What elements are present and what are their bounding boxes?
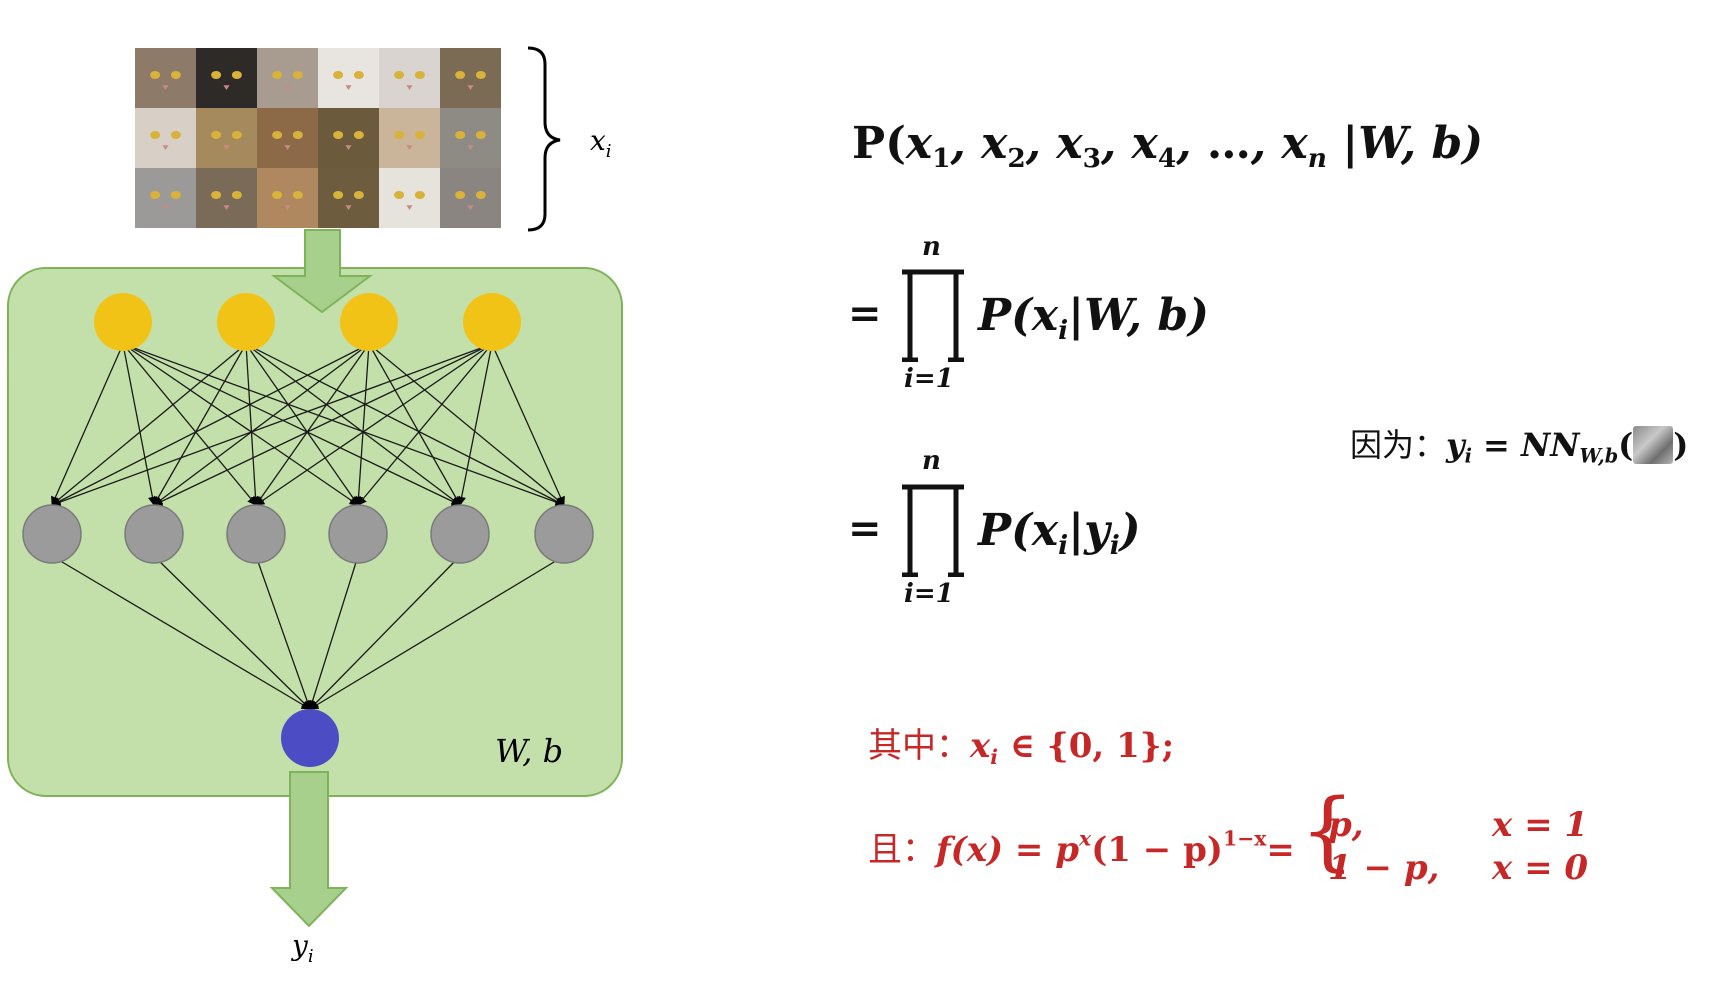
step3-upper-limit: n xyxy=(922,446,941,476)
network-edge xyxy=(153,343,370,506)
network-edge xyxy=(368,343,461,506)
cat-photo-cell xyxy=(135,48,196,108)
network-edge xyxy=(51,343,370,506)
network-edge xyxy=(245,343,565,506)
network-edge xyxy=(309,555,565,710)
network-edge xyxy=(308,555,359,710)
network-edge xyxy=(153,343,493,506)
case-2-value: 1 − p, xyxy=(1328,848,1440,888)
output-neuron xyxy=(281,709,339,767)
params-label: W, b xyxy=(495,732,563,770)
likelihood-equation: P(x1, x2, x3, x4, …, xn |W, b) xyxy=(852,118,1484,175)
cat-photo-cell xyxy=(196,108,257,168)
hidden-neuron xyxy=(22,504,82,564)
step2-lower-limit: i=1 xyxy=(904,364,954,394)
cases-brace: { xyxy=(1300,781,1355,881)
step3-equals: = xyxy=(848,505,882,552)
cat-face-thumbnail-icon xyxy=(1633,426,1674,464)
network-edge xyxy=(354,343,370,506)
cat-photo-cell xyxy=(440,48,501,108)
network-edge xyxy=(51,343,124,506)
input-neuron xyxy=(340,293,398,351)
case-2-condition: x = 0 xyxy=(1492,848,1589,888)
hidden-neuron xyxy=(226,504,286,564)
cat-photo-cell xyxy=(440,108,501,168)
input-neuron xyxy=(463,293,521,351)
network-edge xyxy=(122,343,257,506)
network-edge xyxy=(309,555,461,710)
hidden-neuron xyxy=(328,504,388,564)
cat-photo-cell xyxy=(196,48,257,108)
cat-photo-cell xyxy=(318,168,379,228)
where-condition: 其中：xi ∈ {0, 1}; xyxy=(868,726,1175,770)
network-nodes xyxy=(22,293,594,767)
network-edge xyxy=(122,343,461,506)
network-edge xyxy=(245,343,359,506)
output-label: yi xyxy=(290,929,314,967)
network-edge xyxy=(457,343,493,506)
step2-term: P(xi|W, b) xyxy=(978,290,1209,347)
cat-photo-cell xyxy=(440,168,501,228)
network-edge xyxy=(491,343,565,506)
network-edge xyxy=(245,343,261,506)
input-label: xi xyxy=(590,124,612,162)
network-edge xyxy=(368,343,565,506)
output-arrow xyxy=(269,771,349,928)
cat-photo-cell xyxy=(196,168,257,228)
cat-photo-cell xyxy=(257,48,318,108)
hidden-neuron xyxy=(124,504,184,564)
input-brace xyxy=(527,46,561,232)
network-edge xyxy=(51,343,493,507)
cat-photo-cell xyxy=(379,48,440,108)
step3-term: P(xi|yi) xyxy=(978,505,1141,562)
cat-photo-cell xyxy=(318,108,379,168)
network-edge xyxy=(153,343,247,506)
step2-equals: = xyxy=(848,290,882,337)
network-edge xyxy=(51,343,247,506)
cat-photo-cell xyxy=(135,108,196,168)
network-edges xyxy=(51,343,565,710)
cat-photo-cell xyxy=(318,48,379,108)
network-edge xyxy=(255,343,370,506)
cat-photo-cell xyxy=(379,168,440,228)
hidden-neuron xyxy=(534,504,594,564)
network-edge xyxy=(51,555,311,710)
hidden-neuron xyxy=(430,504,490,564)
network-edge xyxy=(357,343,493,506)
network-edge xyxy=(122,343,565,507)
cat-photo-cell xyxy=(257,108,318,168)
step2-upper-limit: n xyxy=(922,232,941,262)
step3-lower-limit: i=1 xyxy=(904,579,954,609)
cat-image-grid xyxy=(135,48,501,228)
network-edge xyxy=(255,343,493,506)
network-edge xyxy=(255,555,312,710)
case-1-value: p, xyxy=(1328,805,1364,845)
cat-photo-cell xyxy=(135,168,196,228)
bernoulli-definition: 且：f(x) = px(1 − p)1−x= xyxy=(868,826,1295,870)
because-note: 因为：yi = NNW,b() xyxy=(1350,426,1689,468)
case-1-condition: x = 1 xyxy=(1492,805,1589,845)
cat-photo-cell xyxy=(379,108,440,168)
product-symbol xyxy=(902,269,964,362)
network-edge xyxy=(245,343,461,506)
cat-photo-cell xyxy=(257,168,318,228)
input-neuron xyxy=(94,293,152,351)
network-edge xyxy=(122,343,359,506)
network-edge xyxy=(153,555,311,710)
network-edge xyxy=(122,343,157,506)
input-arrow xyxy=(271,229,373,314)
input-neuron xyxy=(217,293,275,351)
product-symbol xyxy=(902,484,964,577)
neural-network-diagram: xi W, b yi xyxy=(7,46,623,967)
